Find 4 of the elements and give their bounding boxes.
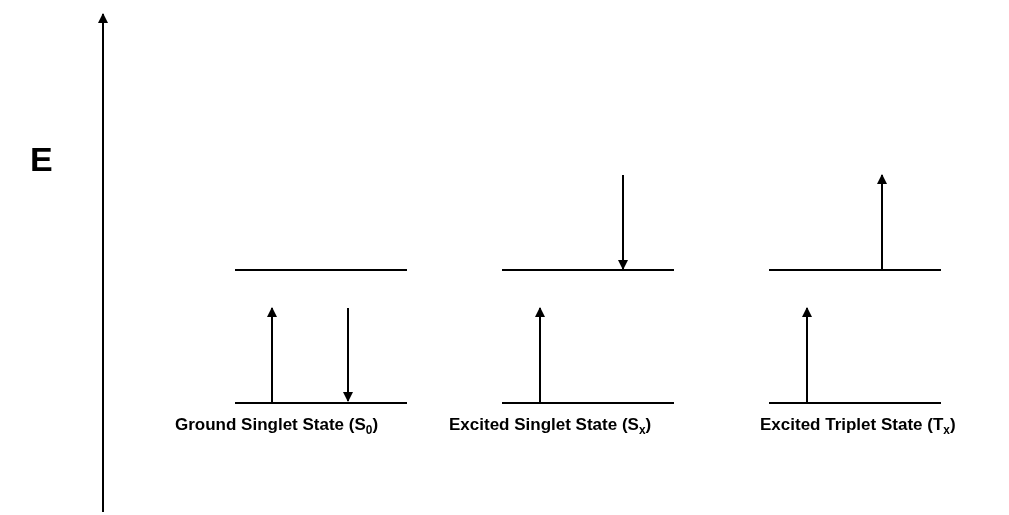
state-label: Excited Singlet State (S$_{x}$) [449, 415, 652, 438]
state-label: Excited Triplet State (T$_{x}$) [760, 415, 956, 438]
axis-label: E [30, 140, 53, 179]
state-label: Ground Singlet State (S$_{0}$) [175, 415, 379, 438]
